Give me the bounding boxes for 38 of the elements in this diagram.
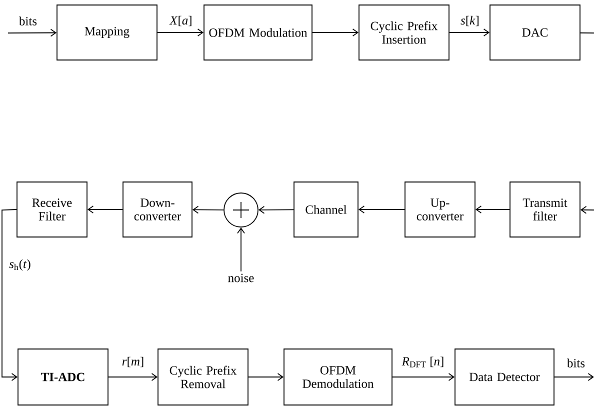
arrow xyxy=(312,28,359,36)
edge-label: bits xyxy=(566,358,586,368)
arrow xyxy=(192,206,224,214)
process-box: Data Detector xyxy=(454,348,554,406)
edge-label: s$_{h}$(t) xyxy=(8,258,32,272)
process-box: OFDM Demodulation xyxy=(284,348,392,406)
arrow xyxy=(449,28,490,36)
process-box: Cyclic Prefix Removal xyxy=(158,348,248,406)
process-box: Transmit filter xyxy=(510,182,580,238)
edge-label: bits xyxy=(18,16,38,26)
arrow xyxy=(108,373,158,381)
process-box: DAC xyxy=(490,4,580,60)
process-box: Down-converter xyxy=(122,182,192,238)
arrow xyxy=(248,373,284,381)
process-box: TI-ADC xyxy=(18,348,108,406)
edge-label: R$_{DFT}$ [n] xyxy=(400,356,446,368)
edge-label: X[a] xyxy=(168,14,194,28)
arrow xyxy=(358,206,405,214)
adder-circle xyxy=(224,192,258,228)
arrow xyxy=(87,206,123,214)
arrow xyxy=(2,209,18,381)
arrow xyxy=(580,206,594,214)
edge-label: s[k] xyxy=(460,14,480,28)
arrow xyxy=(8,28,57,37)
arrow xyxy=(392,373,455,381)
process-box: Cyclic Prefix Insertion xyxy=(358,4,450,60)
process-box: Mapping xyxy=(56,4,158,60)
arrow xyxy=(475,206,510,214)
process-box: Up-converter xyxy=(404,182,476,238)
arrow xyxy=(554,373,594,381)
process-box: Receive Filter xyxy=(16,182,88,238)
arrow xyxy=(258,206,294,214)
input-label: noise xyxy=(228,274,254,282)
process-box: OFDM Modulation xyxy=(204,4,312,60)
arrow xyxy=(157,28,204,36)
arrow xyxy=(237,227,245,272)
process-box: Channel xyxy=(294,182,358,238)
edge-label: r[m] xyxy=(120,356,146,368)
